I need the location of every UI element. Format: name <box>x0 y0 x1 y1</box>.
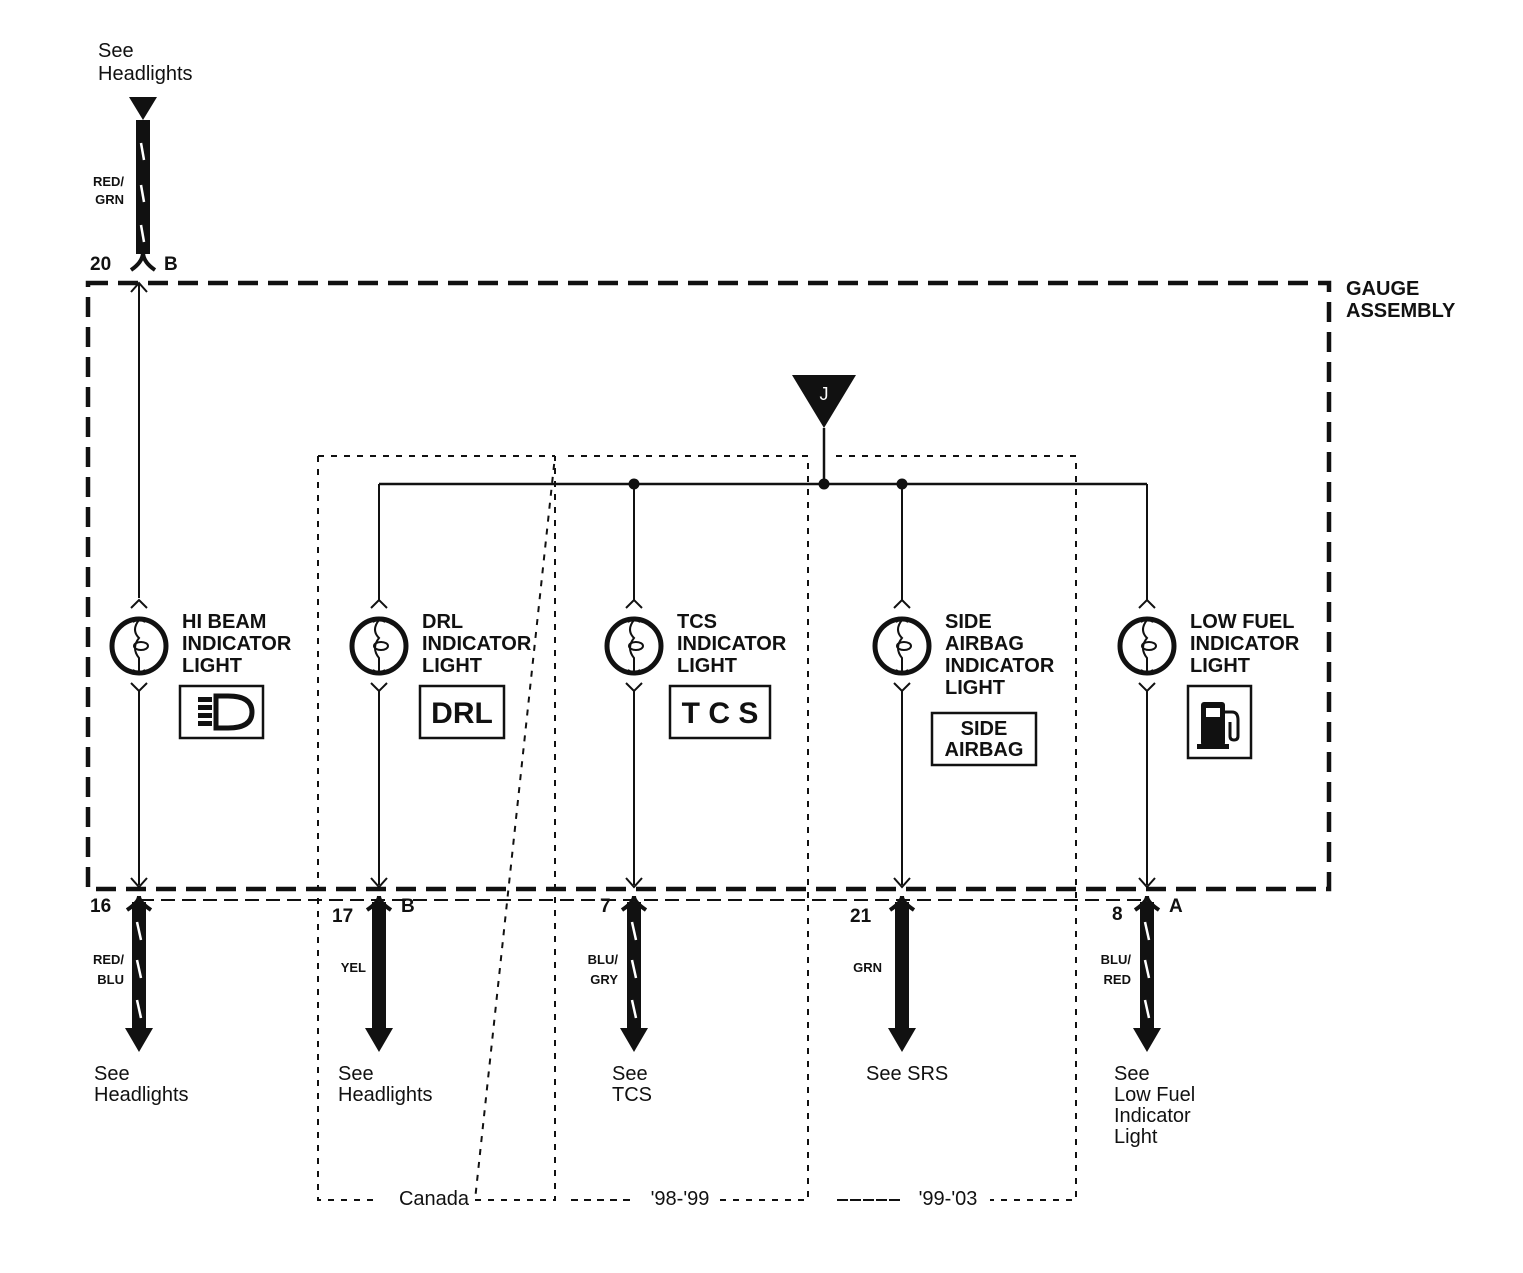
option-group-label: '99-'03 <box>919 1188 978 1210</box>
light-title-line: INDICATOR <box>1190 633 1300 655</box>
wire-color-label: GRN <box>853 960 882 975</box>
wire-color-label: BLU/ <box>588 952 619 967</box>
symbol-text: AIRBAG <box>945 739 1024 761</box>
reference-label: Low Fuel <box>1114 1084 1195 1106</box>
drl-symbol-box: DRL <box>418 684 506 740</box>
harness-wire <box>888 895 916 1052</box>
reference-label: TCS <box>612 1084 652 1106</box>
arrow-down-icon <box>620 1028 648 1052</box>
light-title-line: TCS <box>677 611 717 633</box>
reference-label: Headlights <box>338 1084 433 1106</box>
symbol-text: T C S <box>682 697 759 730</box>
pin-number: 20 <box>90 254 111 275</box>
wire-color-line1: RED/ <box>93 174 124 189</box>
high-beam-icon <box>178 684 265 740</box>
light-title-line: LIGHT <box>182 655 242 677</box>
wire-stripes <box>139 142 146 243</box>
pin-number: 17 <box>332 906 353 927</box>
harness-wire <box>1133 895 1161 1052</box>
option-group-98-99: '98-'99 <box>568 455 809 1210</box>
option-group-label: '98-'99 <box>651 1188 710 1210</box>
indicator-lights: HI BEAMINDICATORLIGHTRED/BLU16SeeHeadlig… <box>90 484 1300 1148</box>
reference-label: Headlights <box>94 1084 189 1106</box>
light-title-line: HI BEAM <box>182 611 266 633</box>
wire-color-label: RED <box>1104 972 1131 987</box>
light-title-line: INDICATOR <box>182 633 292 655</box>
reference-label: See <box>94 1063 130 1085</box>
light-title-line: LOW FUEL <box>1190 611 1294 633</box>
light-title-line: DRL <box>422 611 463 633</box>
top-ref-line2: Headlights <box>98 63 193 85</box>
ground-label: J <box>820 384 829 404</box>
top-ref-line1: See <box>98 40 134 62</box>
ground-junction-j: J <box>792 375 856 484</box>
light-title-line: INDICATOR <box>422 633 532 655</box>
option-group-99-03: '99-'03 <box>836 455 1077 1210</box>
assembly-label-line1: GAUGE <box>1346 278 1419 300</box>
light-title-line: LIGHT <box>422 655 482 677</box>
light-title-line: LIGHT <box>677 655 737 677</box>
pin-number: 7 <box>600 896 611 917</box>
bulb-icon <box>349 616 409 676</box>
pin-number: 8 <box>1112 904 1123 925</box>
bulb-icon <box>872 616 932 676</box>
gauge-assembly-boundary <box>85 280 1332 892</box>
bulb-icon <box>1117 616 1177 676</box>
reference-label: See SRS <box>866 1063 948 1085</box>
reference-label: See <box>612 1063 648 1085</box>
connector-id: B <box>164 254 178 275</box>
reference-label: See <box>1114 1063 1150 1085</box>
light-title-line: LIGHT <box>1190 655 1250 677</box>
wire-color-label: GRY <box>590 972 618 987</box>
arrow-down-icon <box>365 1028 393 1052</box>
bulb-icon <box>109 616 169 676</box>
light-title-line: INDICATOR <box>677 633 787 655</box>
light-title-line: LIGHT <box>945 677 1005 699</box>
wire-color-line2: GRN <box>95 192 124 207</box>
arrow-down-icon <box>1133 1028 1161 1052</box>
bulb-icon <box>604 616 664 676</box>
light-title-line: SIDE <box>945 611 992 633</box>
symbol-text: DRL <box>431 697 493 730</box>
harness-wire <box>365 895 393 1052</box>
arrow-down-icon <box>888 1028 916 1052</box>
top-connector: See Headlights RED/ GRN 20 B <box>90 40 193 598</box>
tcs-symbol-box: T C S <box>668 684 772 740</box>
connector-id: A <box>1169 896 1183 917</box>
harness-wire <box>620 895 648 1052</box>
assembly-label-line2: ASSEMBLY <box>1346 300 1456 322</box>
symbol-text: SIDE <box>961 718 1008 740</box>
connector-triangle-icon <box>129 97 157 120</box>
reference-label: Light <box>1114 1126 1158 1148</box>
arrow-down-icon <box>125 1028 153 1052</box>
wire-color-label: BLU/ <box>1101 952 1132 967</box>
splice-dot <box>818 478 830 490</box>
harness-wire <box>125 895 153 1052</box>
light-title-line: AIRBAG <box>945 633 1024 655</box>
pin-number: 21 <box>850 906 872 927</box>
wire-color-label: RED/ <box>93 952 124 967</box>
option-group-label: Canada <box>399 1188 470 1210</box>
reference-label: See <box>338 1063 374 1085</box>
reference-label: Indicator <box>1114 1105 1191 1127</box>
wire-color-label: YEL <box>341 960 366 975</box>
pin-number: 16 <box>90 896 111 917</box>
option-group-canada: Canada <box>317 455 556 1210</box>
light-title-line: INDICATOR <box>945 655 1055 677</box>
connector-id: B <box>401 896 415 917</box>
light-side-airbag: SIDEAIRBAGINDICATORLIGHTSIDEAIRBAGGRN21S… <box>850 484 1055 1085</box>
wire-color-label: BLU <box>97 972 124 987</box>
fuel-pump-icon <box>1186 684 1253 760</box>
